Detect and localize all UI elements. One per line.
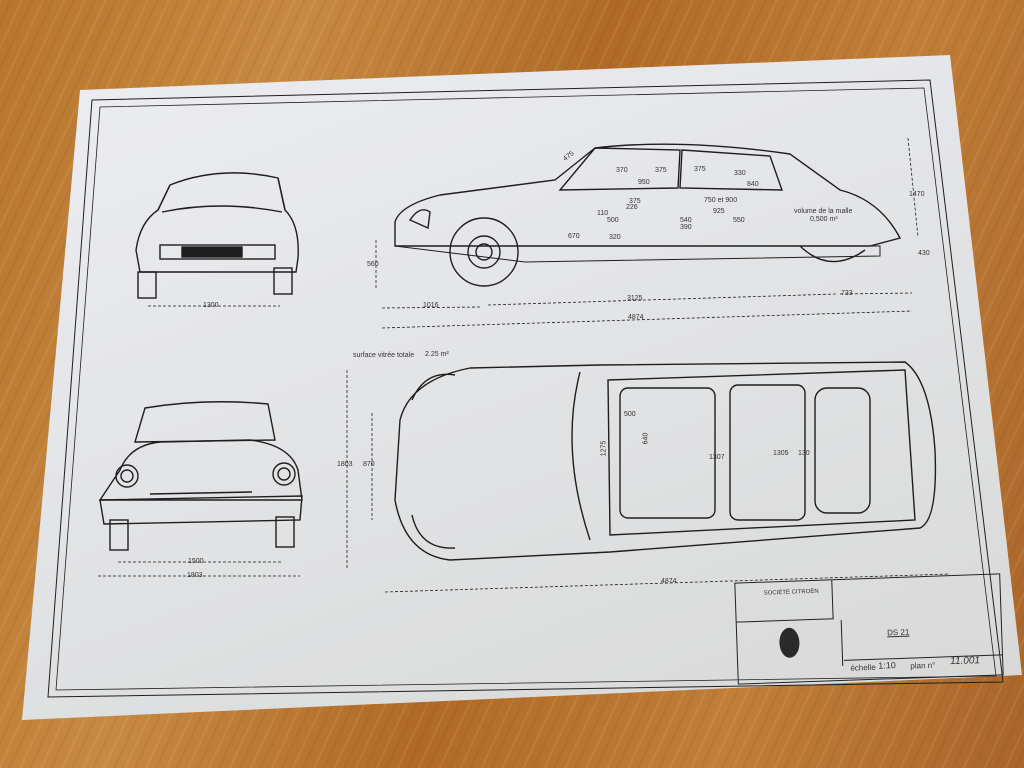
dim-320: 320 [609, 234, 621, 241]
plan-value: 11.001 [949, 655, 981, 668]
scale-label: échelle [850, 662, 876, 673]
dim-390: 390 [680, 224, 692, 231]
dim-550: 550 [733, 217, 745, 224]
trunk-volume-value: 0,500 m³ [810, 216, 838, 223]
dim-110: 110 [597, 210, 609, 217]
dim-track-rear: 1300 [203, 302, 219, 309]
dim-front-overhang-h: 560 [367, 261, 379, 268]
citroen-logo-area [736, 619, 844, 670]
dim-length-side: 4874 [628, 314, 644, 321]
dim-legroom: 750 et 900 [704, 197, 738, 204]
dim-front-overhang: 1016 [423, 302, 439, 309]
model-name: DS 21 [886, 627, 910, 638]
dim-rear-door-window: 375 [694, 166, 706, 173]
top-view-drawing [394, 361, 937, 561]
dim-840: 840 [747, 181, 759, 188]
front-view-drawing [98, 401, 303, 551]
side-view-drawing [394, 143, 902, 287]
dimension-lines [98, 137, 951, 593]
dim-rear-window-h: 330 [734, 170, 746, 177]
dim-1307: 1307 [709, 454, 725, 461]
dim-130: 130 [798, 450, 810, 457]
glass-area-label: surface vitrée totale [353, 352, 415, 359]
dim-track-front: 1500 [188, 558, 204, 565]
dim-500: 500 [607, 217, 619, 224]
scale-value: 1:10 [878, 660, 896, 671]
inner-border [55, 87, 997, 691]
dim-226: 226 [626, 204, 638, 211]
dim-375: 375 [629, 198, 641, 205]
dim-seat-640: 640 [642, 432, 650, 445]
dim-540: 540 [680, 217, 692, 224]
dim-seat-500: 500 [624, 411, 636, 418]
dim-height-total: 1470 [909, 191, 925, 198]
dim-1275: 1275 [600, 440, 608, 457]
citroen-logo-icon [778, 627, 800, 659]
dim-front-door-window: 375 [655, 167, 667, 174]
dim-rear-h: 430 [918, 250, 930, 257]
dim-1305: 1305 [773, 450, 789, 457]
rear-view-drawing [135, 172, 299, 299]
company-name: SOCIÉTÉ CITROËN [763, 588, 819, 597]
trunk-volume-label: volume de la malle [794, 208, 853, 215]
dim-wheelbase: 3125 [627, 295, 643, 302]
dim-925: 925 [713, 208, 725, 215]
outer-border [47, 79, 1004, 698]
dim-front-window-h: 370 [616, 167, 628, 174]
dim-950: 950 [638, 179, 650, 186]
dim-rear-overhang: 733 [841, 290, 853, 297]
plan-label: plan n° [910, 660, 936, 671]
dim-width-front: 1803 [187, 572, 203, 579]
dim-length-top: 4874 [661, 578, 677, 585]
dim-mirror-span: 870 [363, 461, 375, 468]
dim-width-top: 1803 [337, 461, 353, 468]
dim-670: 670 [568, 233, 580, 240]
title-block: SOCIÉTÉ CITROËN DS 21 échelle 1:10 plan … [734, 573, 1004, 685]
glass-area-value: 2.25 m² [425, 351, 449, 358]
